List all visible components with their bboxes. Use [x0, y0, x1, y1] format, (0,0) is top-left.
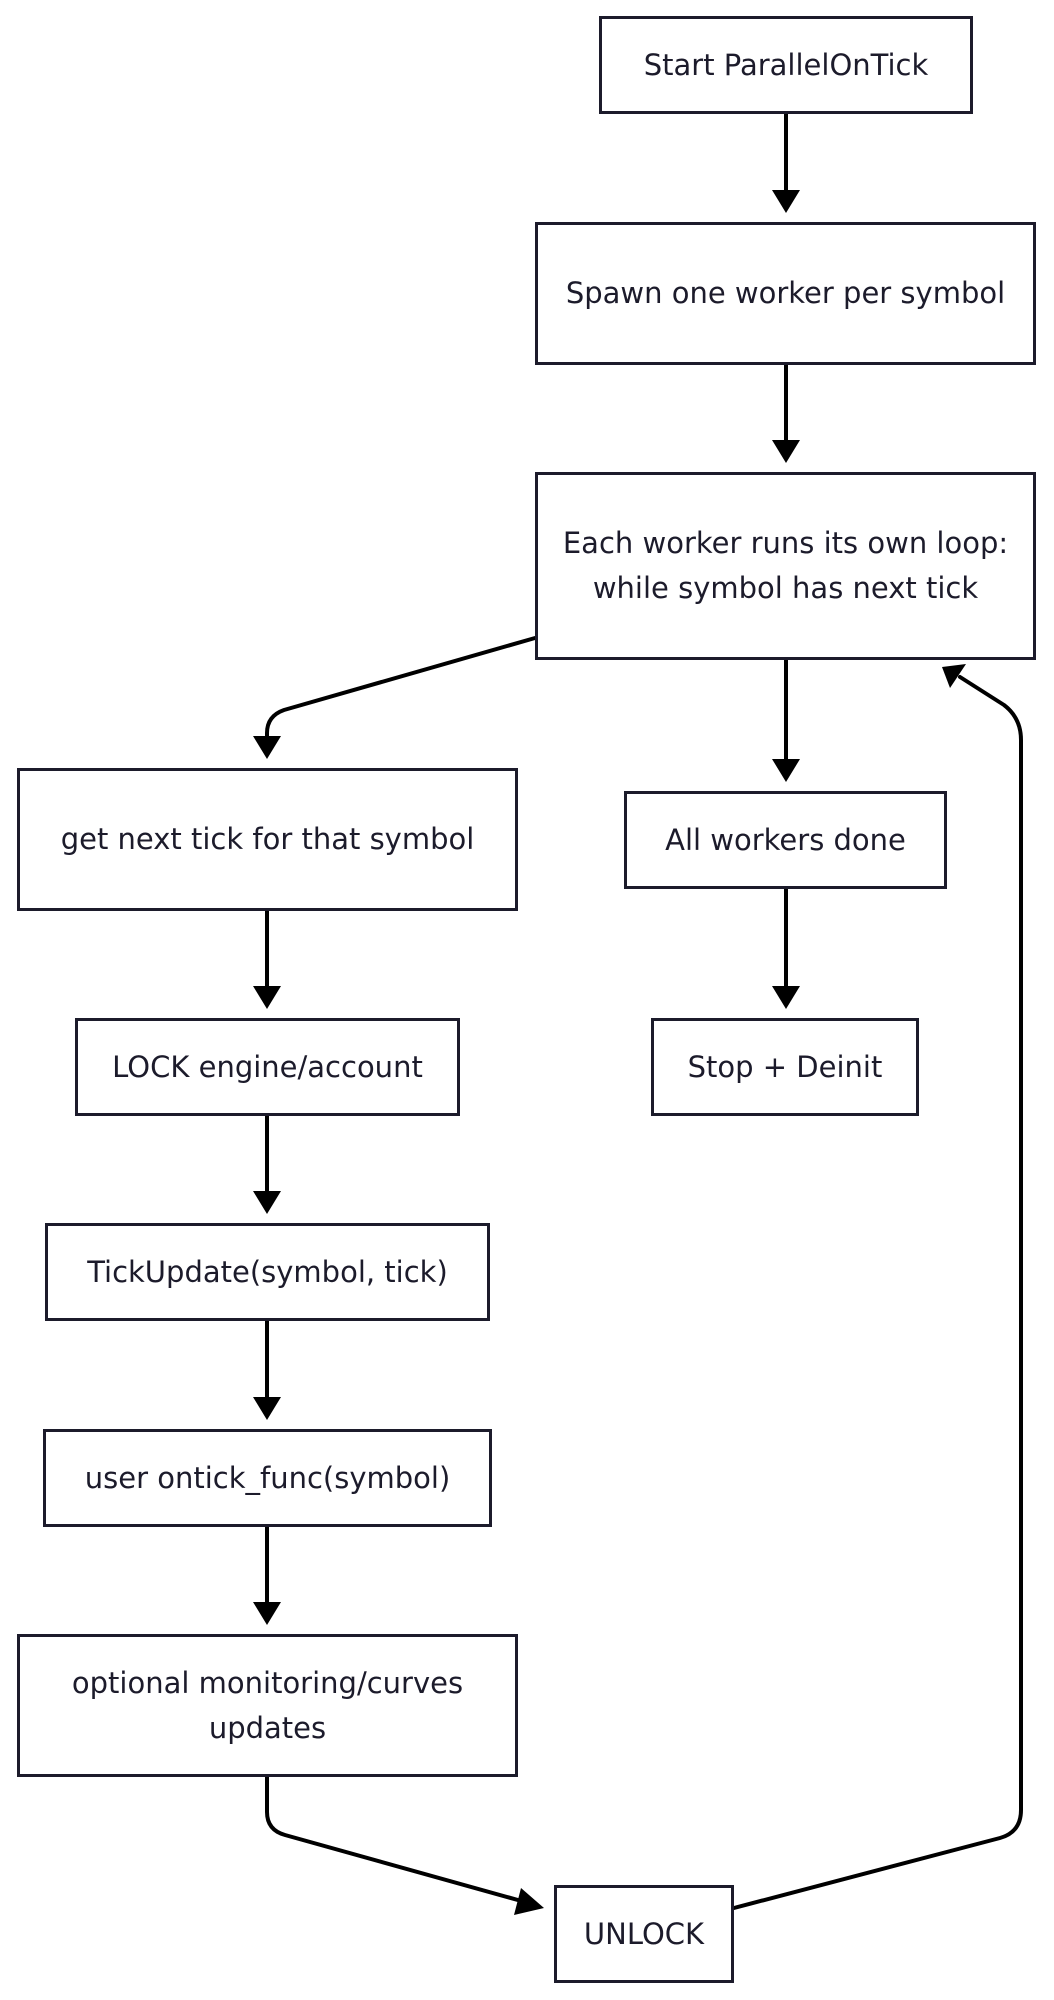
arrowhead-icon: [942, 664, 966, 688]
edge-each-to-getnext: [265, 636, 537, 754]
node-user-ontick: user ontick_func(symbol): [43, 1429, 492, 1527]
node-start-label: Start ParallelOnTick: [643, 47, 929, 82]
node-tick-update: TickUpdate(symbol, tick): [45, 1223, 490, 1321]
arrowhead-icon: [253, 1602, 281, 1625]
node-tick-update-label: TickUpdate(symbol, tick): [87, 1254, 448, 1289]
arrowhead-icon: [253, 736, 281, 759]
node-unlock-label: UNLOCK: [583, 1916, 705, 1951]
node-all-workers-done-label: All workers done: [665, 822, 906, 857]
arrowhead-icon: [772, 190, 800, 213]
arrowhead-icon: [253, 1191, 281, 1214]
node-all-workers-done: All workers done: [624, 791, 947, 889]
node-stop-deinit-label: Stop + Deinit: [687, 1049, 883, 1084]
node-monitoring-label: optional monitoring/curves updates: [71, 1665, 464, 1745]
node-monitoring: optional monitoring/curves updates: [17, 1634, 518, 1777]
node-get-next-tick: get next tick for that symbol: [17, 768, 518, 911]
node-spawn-workers: Spawn one worker per symbol: [535, 222, 1036, 365]
node-start: Start ParallelOnTick: [599, 16, 973, 114]
arrowhead-icon: [772, 759, 800, 782]
arrowhead-icon: [253, 1397, 281, 1420]
arrowhead-icon: [514, 1888, 544, 1915]
node-worker-loop-label: Each worker runs its own loop: while sym…: [562, 526, 1009, 605]
node-get-next-tick-label: get next tick for that symbol: [60, 822, 475, 856]
node-lock: LOCK engine/account: [75, 1018, 460, 1116]
node-stop-deinit: Stop + Deinit: [651, 1018, 919, 1116]
node-user-ontick-label: user ontick_func(symbol): [84, 1460, 451, 1495]
node-lock-label: LOCK engine/account: [112, 1049, 423, 1084]
node-worker-loop: Each worker runs its own loop: while sym…: [535, 472, 1036, 660]
edge-unlock-to-each: [732, 675, 1023, 1910]
edge-monitoring-to-unlock: [265, 1775, 527, 1904]
arrowhead-icon: [253, 986, 281, 1009]
arrowhead-icon: [772, 986, 800, 1009]
arrowhead-icon: [772, 440, 800, 463]
node-unlock: UNLOCK: [554, 1885, 734, 1983]
node-spawn-label: Spawn one worker per symbol: [565, 276, 1006, 310]
